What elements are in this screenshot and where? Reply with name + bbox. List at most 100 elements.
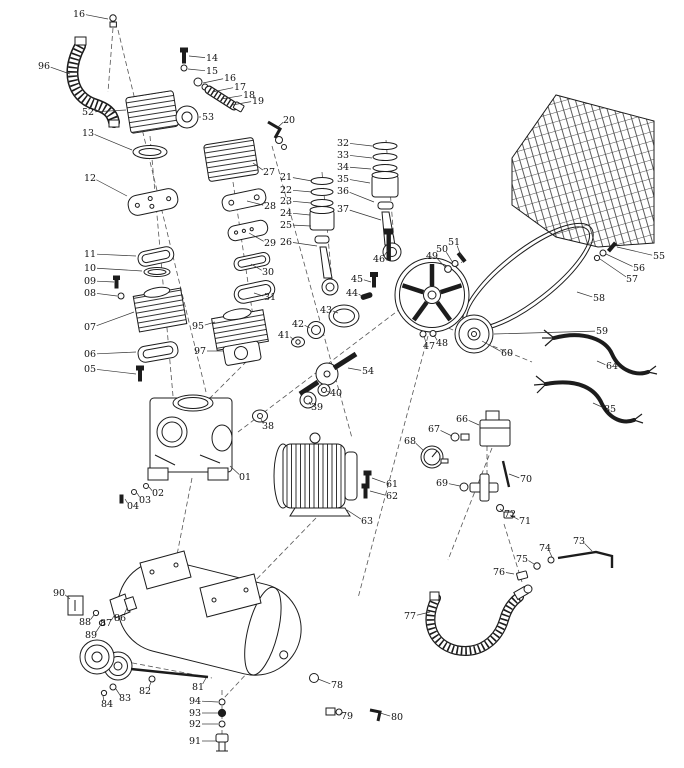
- wheel-assembly: [79, 639, 209, 697]
- washer-small: [291, 336, 305, 348]
- part-label-18: 18: [243, 90, 255, 101]
- part-label-66: 66: [456, 414, 468, 425]
- leader-line-43: [332, 310, 339, 314]
- part-label-46: 46: [373, 254, 385, 265]
- leader-line-23: [292, 200, 312, 204]
- leader-line-35: [349, 179, 371, 184]
- part-label-23: 23: [280, 196, 292, 207]
- part-label-95: 95: [192, 321, 204, 332]
- leader-line-28: [246, 200, 264, 206]
- part-label-91: 91: [189, 736, 201, 747]
- part-label-02: 02: [152, 488, 164, 499]
- leader-line-25: [292, 224, 312, 227]
- head-plate: [221, 188, 267, 212]
- part-label-14: 14: [206, 53, 218, 64]
- part-label-22: 22: [280, 185, 292, 196]
- head-cover-plate: [132, 145, 168, 159]
- leader-line-57: [599, 258, 627, 278]
- part-label-44: 44: [346, 288, 358, 299]
- flywheel-hardware: [419, 251, 467, 338]
- part-label-90: 90: [53, 588, 65, 599]
- intake-muffler: [175, 105, 199, 129]
- leader-line-11: [96, 253, 137, 257]
- leader-line-71: [509, 514, 519, 520]
- leader-line-12: [96, 179, 128, 197]
- bolts-left: [113, 275, 125, 300]
- pressure-switch-assembly: [420, 410, 514, 519]
- part-label-50: 50: [436, 244, 448, 255]
- part-label-62: 62: [386, 491, 398, 502]
- leader-line-59: [493, 330, 596, 335]
- head-plate-left: [127, 188, 179, 216]
- part-label-81: 81: [192, 682, 204, 693]
- leader-line-96: [50, 66, 71, 75]
- oil-seal: [328, 304, 360, 328]
- leader-line-78: [317, 678, 331, 685]
- leader-line-32: [349, 143, 373, 147]
- leader-line-47: [423, 335, 427, 343]
- part-label-04: 04: [127, 501, 139, 512]
- part-label-96: 96: [38, 61, 50, 72]
- part-label-74: 74: [539, 543, 551, 554]
- part-label-97: 97: [194, 346, 206, 357]
- leader-line-45: [363, 279, 372, 283]
- part-label-05: 05: [84, 364, 96, 375]
- air-tank: [117, 559, 302, 676]
- mounting-plates: [139, 550, 262, 618]
- flywheel: [394, 257, 470, 333]
- part-label-92: 92: [189, 719, 201, 730]
- leader-line-16: [85, 14, 109, 20]
- leader-line-42: [304, 324, 311, 329]
- part-label-56: 56: [633, 263, 645, 274]
- part-label-31: 31: [264, 292, 276, 303]
- part-label-49: 49: [426, 251, 438, 262]
- leader-line-90: [64, 594, 71, 600]
- part-label-68: 68: [404, 436, 416, 447]
- valve-plate: [227, 219, 269, 242]
- part-label-87: 87: [100, 618, 112, 629]
- part-label-35: 35: [337, 174, 349, 185]
- part-label-21: 21: [280, 172, 292, 183]
- cylinder-block-2: [211, 308, 269, 351]
- part-label-12: 12: [84, 173, 96, 184]
- leader-line-21: [292, 177, 313, 182]
- part-label-24: 24: [280, 208, 292, 219]
- part-label-13: 13: [82, 128, 94, 139]
- leader-line-76: [505, 572, 515, 575]
- part-label-41: 41: [278, 330, 290, 341]
- part-label-43: 43: [320, 305, 332, 316]
- part-label-55: 55: [653, 251, 665, 262]
- piston-set-1: [309, 177, 339, 296]
- leader-line-04: [124, 498, 129, 504]
- leader-line-41: [290, 336, 295, 341]
- leader-line-01: [229, 465, 240, 475]
- part-label-76: 76: [493, 567, 505, 578]
- air-filter-cover-2: [203, 137, 259, 182]
- leader-line-67: [440, 430, 453, 437]
- part-label-60: 60: [501, 348, 513, 359]
- part-label-16: 16: [73, 9, 85, 20]
- part-label-58: 58: [593, 293, 605, 304]
- cylinder-gasket-bottom: [222, 340, 262, 366]
- part-label-86: 86: [114, 613, 126, 624]
- leader-line-83: [115, 688, 121, 696]
- labels-layer: 1696521312111009080706051415161718192053…: [38, 9, 665, 747]
- leader-line-27: [252, 162, 264, 171]
- leader-line-50: [446, 251, 454, 264]
- part-label-80: 80: [391, 712, 403, 723]
- leader-line-94: [201, 700, 219, 703]
- leader-line-64: [596, 360, 606, 366]
- drain-valve-parts: [215, 698, 229, 752]
- part-label-03: 03: [139, 495, 151, 506]
- motor-bolts: [361, 470, 372, 499]
- ring-left: [143, 267, 171, 277]
- belt-guard: [511, 94, 655, 248]
- elbow-fitting: [267, 120, 287, 150]
- part-label-32: 32: [337, 138, 349, 149]
- leader-line-89: [95, 625, 101, 633]
- leader-line-88: [90, 614, 95, 620]
- gasket-left-top: [137, 246, 175, 267]
- rod-bolt: [384, 228, 393, 261]
- part-label-34: 34: [337, 162, 349, 173]
- leader-line-39: [308, 401, 312, 406]
